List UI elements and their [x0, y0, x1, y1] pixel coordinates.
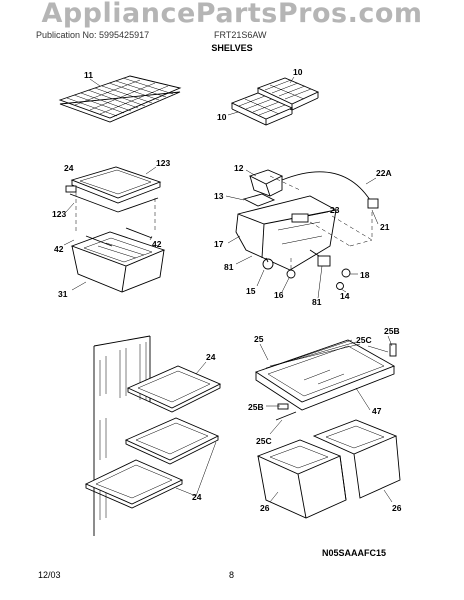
- callout-25b-bottom: 25B: [248, 402, 264, 412]
- cabinet-liner-side: [93, 335, 151, 536]
- callout-17: 17: [214, 239, 224, 249]
- glass-shelf-bottom: [84, 459, 184, 509]
- crisper-cover-assembly: [254, 339, 397, 421]
- glass-shelf-top: [126, 365, 222, 413]
- crisper-frame-rails: [65, 185, 159, 232]
- crisper-cover-glass: [70, 166, 162, 204]
- callout-21: 21: [380, 222, 390, 232]
- callout-26-right: 26: [392, 503, 402, 513]
- callout-24-shelf-top: 24: [206, 352, 216, 362]
- callout-42-left: 42: [54, 244, 64, 254]
- callout-123-top: 123: [156, 158, 170, 168]
- callout-22a: 22A: [376, 168, 392, 178]
- callout-26-left: 26: [260, 503, 270, 513]
- callout-13: 13: [214, 191, 224, 201]
- footer-page-number: 8: [229, 570, 235, 580]
- crisper-drawer: [70, 231, 166, 293]
- callout-14: 14: [340, 291, 350, 301]
- callout-123-side: 123: [52, 209, 66, 219]
- callout-11: 11: [84, 70, 93, 80]
- callout-15: 15: [246, 286, 256, 296]
- callout-24-crisper: 24: [64, 163, 74, 173]
- model-label: FRT21S6AW: [214, 30, 267, 40]
- crisper-pan-right: [312, 419, 401, 501]
- ice-tray-lower: [230, 92, 294, 126]
- callout-42-right: 42: [152, 239, 162, 249]
- publication-label: Publication No: 5995425917: [36, 30, 150, 40]
- diagram-code: N05SAAAFC15: [322, 548, 387, 558]
- callout-47: 47: [372, 406, 382, 416]
- callout-25c-top: 25C: [356, 335, 372, 345]
- glass-shelf-middle: [124, 417, 220, 465]
- callout-25c-bottom: 25C: [256, 436, 272, 446]
- crisper-pan-left: [256, 439, 347, 519]
- callout-24-shelf-bottom: 24: [192, 492, 202, 502]
- callout-25b-top: 25B: [384, 326, 400, 336]
- ice-maker-assembly: [235, 169, 379, 290]
- watermark: AppliancePartsPros.com: [41, 0, 423, 29]
- callout-81-right: 81: [312, 297, 322, 307]
- callout-12: 12: [234, 163, 244, 173]
- callout-16: 16: [274, 290, 284, 300]
- callout-31: 31: [58, 289, 68, 299]
- section-title: SHELVES: [211, 43, 253, 53]
- callout-81-left: 81: [224, 262, 234, 272]
- callout-10-upper: 10: [293, 67, 303, 77]
- footer-date: 12/03: [38, 570, 61, 580]
- callout-10-lower: 10: [217, 112, 227, 122]
- callout-25: 25: [254, 334, 264, 344]
- callout-18: 18: [360, 270, 370, 280]
- callout-23: 23: [330, 205, 340, 215]
- wire-shelf: [58, 75, 182, 123]
